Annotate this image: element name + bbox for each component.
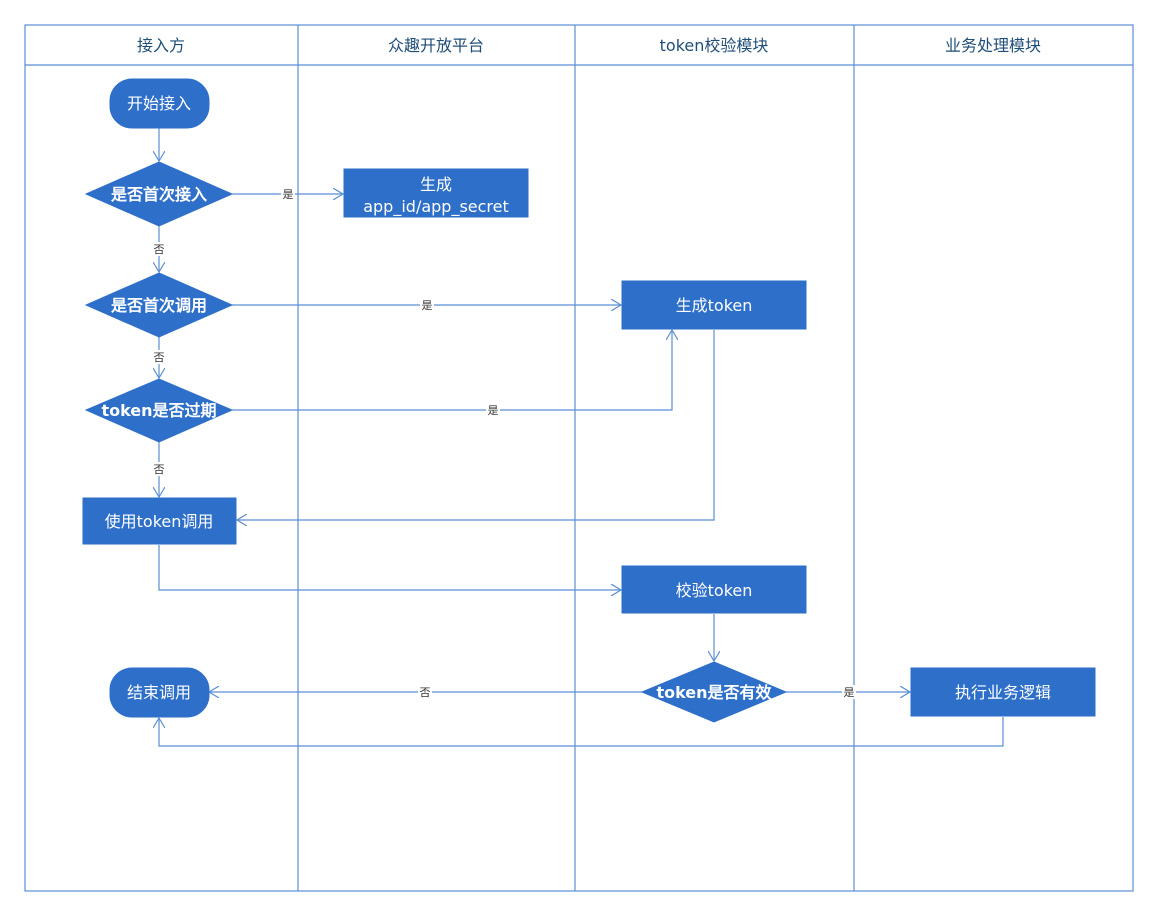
generate-token-label: 生成token xyxy=(676,296,753,315)
edge-label-no-token-expired: 否 xyxy=(154,463,165,476)
edge-execute-to-end xyxy=(159,717,1004,747)
end-terminator xyxy=(109,667,210,718)
edge-label-yes-first-call: 是 xyxy=(422,299,433,312)
end-label: 结束调用 xyxy=(127,683,191,702)
generate-credentials-label-line1: 生成 xyxy=(420,175,452,194)
token-valid-label: token是否有效 xyxy=(656,683,771,702)
verify-token-process xyxy=(621,565,807,614)
swimlane-frame xyxy=(24,24,1134,892)
edge-label-no-token-valid: 否 xyxy=(420,686,431,699)
edge-label-yes-token-expired: 是 xyxy=(488,404,499,417)
execute-logic-label: 执行业务逻辑 xyxy=(955,683,1051,702)
execute-logic-process xyxy=(910,667,1096,717)
first-call-label: 是否首次调用 xyxy=(110,296,207,315)
first-access-decision xyxy=(84,161,234,227)
node-labels: 开始接入 是否首次接入 生成 app_id/app_secret 是否首次调用 … xyxy=(101,94,1051,702)
use-token-label: 使用token调用 xyxy=(105,512,214,531)
generate-credentials-process xyxy=(343,168,529,218)
lane-title-token-module: token校验模块 xyxy=(660,36,769,55)
edge-label-yes-first-access: 是 xyxy=(283,188,294,201)
edge-generate-token-to-use-token xyxy=(237,330,715,520)
use-token-process xyxy=(82,497,237,545)
connectors xyxy=(158,128,1004,747)
verify-token-label: 校验token xyxy=(676,581,753,600)
edge-label-yes-token-valid: 是 xyxy=(844,686,855,699)
lane-title-integrator: 接入方 xyxy=(137,36,185,55)
edge-use-token-to-verify xyxy=(158,545,621,590)
start-label: 开始接入 xyxy=(127,94,191,113)
token-valid-decision xyxy=(640,661,788,723)
edge-token-expired-yes xyxy=(232,330,672,411)
edge-labels: 是 否 是 否 是 否 否 是 xyxy=(152,187,856,699)
generate-token-process xyxy=(621,280,807,330)
generate-credentials-label-line2: app_id/app_secret xyxy=(363,197,509,217)
first-access-label: 是否首次接入 xyxy=(110,185,207,204)
lane-title-business-module: 业务处理模块 xyxy=(945,36,1041,55)
first-call-decision xyxy=(84,272,234,338)
edge-label-no-first-call: 否 xyxy=(154,351,165,364)
start-terminator xyxy=(109,78,210,129)
token-expired-decision xyxy=(84,378,234,443)
edge-label-no-first-access: 否 xyxy=(154,243,165,256)
token-expired-label: token是否过期 xyxy=(101,401,216,420)
nodes xyxy=(82,78,1096,723)
lane-title-open-platform: 众趣开放平台 xyxy=(388,36,484,55)
